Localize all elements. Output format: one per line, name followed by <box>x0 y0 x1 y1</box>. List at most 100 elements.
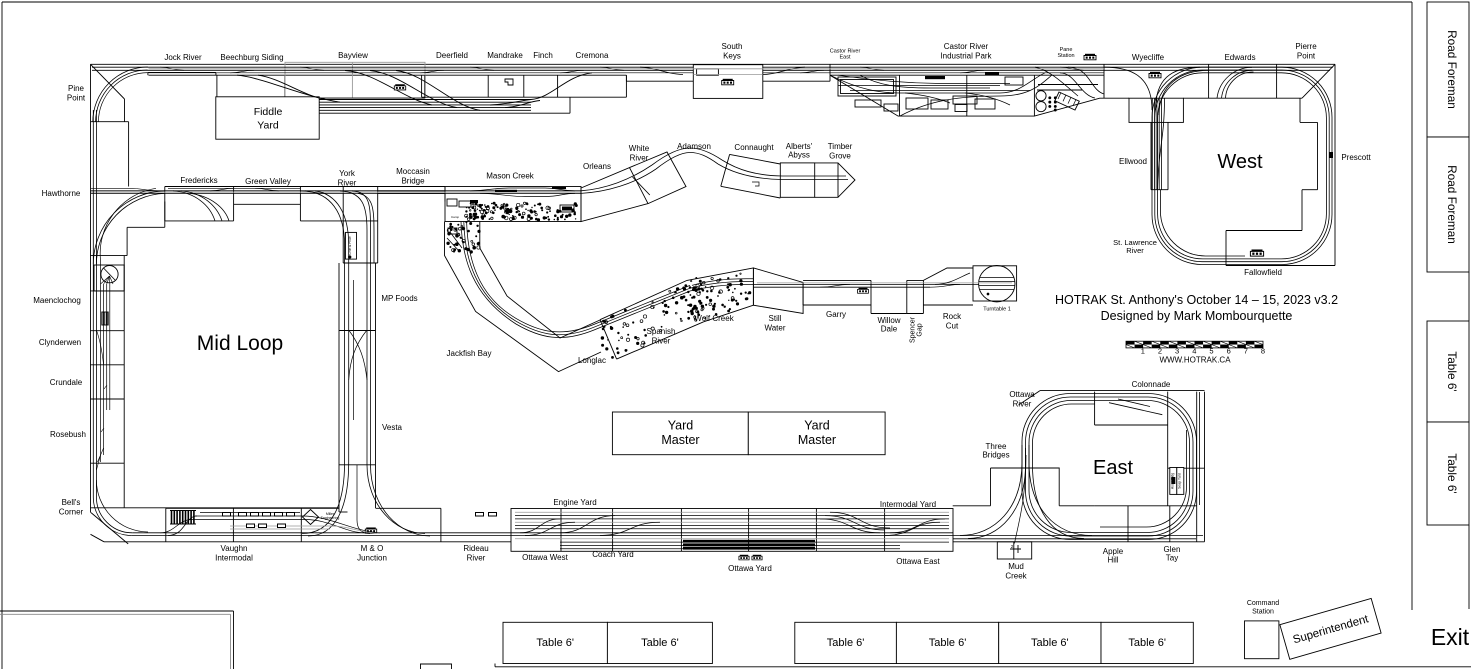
svg-text:Miller: Miller <box>326 512 335 516</box>
svg-text:Industrial Park: Industrial Park <box>940 52 992 61</box>
svg-text:Vaughn: Vaughn <box>221 544 248 553</box>
svg-text:East: East <box>1093 457 1133 479</box>
svg-text:Pine: Pine <box>68 84 85 93</box>
svg-text:1: 1 <box>1141 347 1145 356</box>
svg-text:8: 8 <box>1261 347 1265 356</box>
svg-text:South: South <box>722 42 743 51</box>
svg-text:Cremona: Cremona <box>576 51 609 60</box>
svg-text:Spanish: Spanish <box>647 327 676 336</box>
svg-text:Bell's: Bell's <box>62 498 81 507</box>
svg-text:Intermodal: Intermodal <box>215 554 253 563</box>
svg-text:Fredericks: Fredericks <box>180 176 217 185</box>
svg-text:York: York <box>339 169 356 178</box>
svg-text:River: River <box>338 179 357 188</box>
svg-text:Point: Point <box>1297 52 1316 61</box>
svg-text:Glen: Glen <box>1164 545 1181 554</box>
svg-text:Garry: Garry <box>826 310 846 319</box>
svg-text:Longlac: Longlac <box>578 356 606 365</box>
svg-text:Ottawa: Ottawa <box>1009 390 1035 399</box>
svg-text:Cut: Cut <box>946 322 959 331</box>
svg-text:5: 5 <box>1209 347 1213 356</box>
svg-text:Gap: Gap <box>917 323 924 336</box>
svg-text:Colonnade: Colonnade <box>1132 380 1171 389</box>
svg-text:Pane: Pane <box>1060 47 1073 53</box>
svg-text:Connaught: Connaught <box>734 143 774 152</box>
svg-text:Vesta: Vesta <box>382 423 403 432</box>
svg-text:WWW.HOTRAK.CA: WWW.HOTRAK.CA <box>1159 356 1231 365</box>
svg-text:Yard: Yard <box>804 419 830 433</box>
svg-text:Castor River: Castor River <box>944 42 989 51</box>
svg-text:Engineering: Engineering <box>321 516 340 520</box>
svg-text:Coach Yard: Coach Yard <box>592 550 634 559</box>
svg-text:Yard: Yard <box>668 419 694 433</box>
svg-text:Road Foreman: Road Foreman <box>1445 30 1459 109</box>
svg-text:4: 4 <box>1192 347 1196 356</box>
svg-text:HOTRAK St. Anthony's October 1: HOTRAK St. Anthony's October 14 – 15, 20… <box>1055 293 1338 307</box>
svg-text:Table 6': Table 6' <box>1128 637 1166 649</box>
svg-text:Bayview: Bayview <box>338 51 368 60</box>
svg-text:Jock River: Jock River <box>164 53 202 62</box>
svg-text:Alberts': Alberts' <box>786 142 813 151</box>
svg-text:Dale: Dale <box>881 325 898 334</box>
svg-text:Corner: Corner <box>59 508 84 517</box>
svg-text:Ellwood: Ellwood <box>1119 157 1147 166</box>
svg-text:Keys: Keys <box>723 52 741 61</box>
svg-text:Table 6': Table 6' <box>929 637 967 649</box>
svg-text:Beechburg Siding: Beechburg Siding <box>220 53 283 62</box>
svg-text:Mason Creek: Mason Creek <box>486 172 535 181</box>
svg-text:East: East <box>839 55 850 61</box>
svg-text:7: 7 <box>1244 347 1248 356</box>
svg-text:Fiddle: Fiddle <box>254 106 283 118</box>
svg-text:Station: Station <box>1252 609 1274 616</box>
svg-text:Camp: Camp <box>451 215 459 219</box>
svg-text:6: 6 <box>1227 347 1231 356</box>
svg-text:MP Foods: MP Foods <box>381 294 417 303</box>
svg-text:Abyss: Abyss <box>788 151 810 160</box>
svg-text:Wyecliffe: Wyecliffe <box>1132 53 1165 62</box>
svg-text:Maenclochog: Maenclochog <box>33 296 81 305</box>
svg-text:Road Foreman: Road Foreman <box>1445 165 1459 244</box>
svg-text:Spencer: Spencer <box>910 316 917 343</box>
svg-text:River: River <box>630 154 649 163</box>
svg-text:Master: Master <box>798 433 836 447</box>
svg-text:Crundale: Crundale <box>50 378 83 387</box>
svg-text:2: 2 <box>1158 347 1162 356</box>
svg-text:Bridge: Bridge <box>401 177 425 186</box>
svg-text:Designed by Mark Mombourquette: Designed by Mark Mombourquette <box>1101 309 1293 323</box>
svg-text:Hill: Hill <box>1107 556 1118 565</box>
svg-text:Orleans: Orleans <box>583 162 611 171</box>
svg-text:River: River <box>467 554 486 563</box>
svg-text:Ottawa Yard: Ottawa Yard <box>728 564 772 573</box>
svg-text:Mandrake: Mandrake <box>487 51 523 60</box>
svg-text:Mud: Mud <box>1008 562 1024 571</box>
svg-text:Wolf Creek: Wolf Creek <box>694 314 734 323</box>
svg-text:Table 6': Table 6' <box>1445 351 1459 391</box>
svg-text:Ottawa East: Ottawa East <box>896 557 940 566</box>
svg-text:White: White <box>629 144 650 153</box>
svg-text:Ascot Bldg: Ascot Bldg <box>1170 473 1174 489</box>
svg-text:Still: Still <box>769 314 782 323</box>
svg-text:Finch: Finch <box>533 51 553 60</box>
svg-text:Intermodal Yard: Intermodal Yard <box>880 500 936 509</box>
svg-text:Hawthorne: Hawthorne <box>42 189 81 198</box>
svg-text:Turntable 1: Turntable 1 <box>983 307 1011 313</box>
svg-text:River: River <box>1013 400 1032 409</box>
svg-text:Pierre: Pierre <box>1295 42 1317 51</box>
svg-text:Prescott: Prescott <box>1341 153 1371 162</box>
svg-text:Rosebush: Rosebush <box>50 430 86 439</box>
svg-text:Deerfield: Deerfield <box>436 51 468 60</box>
svg-text:Engine Yard: Engine Yard <box>553 498 596 507</box>
svg-text:Soap Yard: Soap Yard <box>1177 473 1181 489</box>
svg-text:Exit: Exit <box>1431 624 1470 650</box>
svg-text:Table 6': Table 6' <box>641 637 679 649</box>
svg-text:Adamson: Adamson <box>677 142 711 151</box>
svg-text:Junction: Junction <box>357 554 387 563</box>
svg-text:River: River <box>652 337 671 346</box>
svg-text:Edwards: Edwards <box>1224 53 1255 62</box>
svg-text:2: 2 <box>1011 544 1014 549</box>
svg-text:Croft & Pride: Croft & Pride <box>348 236 352 254</box>
svg-text:Creek: Creek <box>1005 572 1027 581</box>
svg-text:Point: Point <box>67 94 86 103</box>
svg-text:Green Valley: Green Valley <box>245 177 291 186</box>
svg-text:St. Lawrence: St. Lawrence <box>1113 238 1157 247</box>
